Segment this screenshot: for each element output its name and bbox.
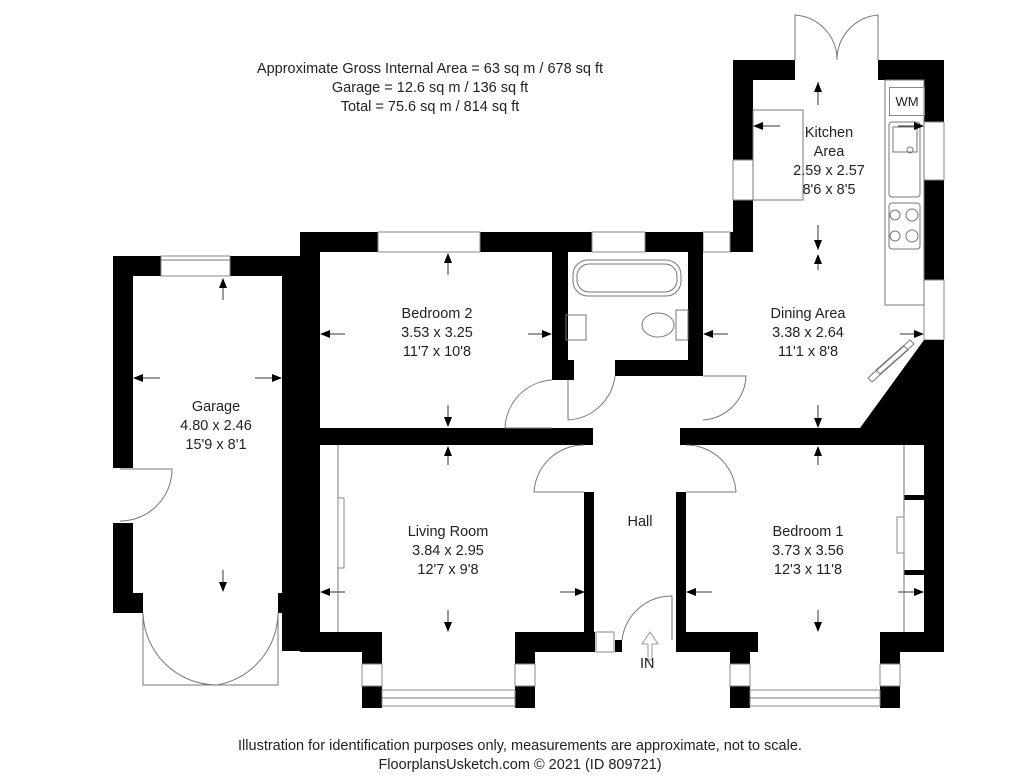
area-summary: Approximate Gross Internal Area = 63 sq … bbox=[200, 60, 660, 117]
garage-area: Garage = 12.6 sq m / 136 sq ft bbox=[331, 80, 529, 96]
entrance-label: IN bbox=[640, 656, 655, 672]
kitchen-fixtures bbox=[752, 79, 925, 306]
room-label-hall: Hall bbox=[627, 514, 653, 530]
room-label-living-room: Living Room 3.84 x 2.95 12'7 x 9'8 bbox=[407, 524, 489, 578]
room-label-bedroom-2: Bedroom 2 3.53 x 3.25 11'7 x 10'8 bbox=[401, 306, 473, 360]
entrance-arrow bbox=[641, 631, 659, 661]
gross-internal-area: Approximate Gross Internal Area = 63 sq … bbox=[256, 61, 604, 77]
footer: Illustration for identification purposes… bbox=[150, 737, 890, 775]
bathroom-fixtures bbox=[565, 259, 689, 341]
room-label-kitchen: Kitchen Area 2.59 x 2.57 8'6 x 8'5 bbox=[793, 125, 865, 198]
garage-walls bbox=[113, 255, 302, 686]
dimension-arrows bbox=[133, 82, 924, 632]
house-walls bbox=[300, 14, 945, 708]
living-fixtures bbox=[337, 445, 345, 632]
room-label-garage: Garage 4.80 x 2.46 15'9 x 8'1 bbox=[180, 399, 252, 453]
room-label-dining: Dining Area 3.38 x 2.64 11'1 x 8'8 bbox=[770, 306, 846, 360]
total-area: Total = 75.6 sq m / 814 sq ft bbox=[340, 99, 520, 115]
dining-radiator bbox=[867, 339, 915, 383]
credit: FloorplansUsketch.com © 2021 (ID 809721) bbox=[378, 757, 662, 773]
washing-machine-icon: WM bbox=[889, 87, 925, 116]
room-label-bedroom-1: Bedroom 1 3.73 x 3.56 12'3 x 11'8 bbox=[772, 524, 844, 578]
interior-doors bbox=[504, 375, 747, 641]
disclaimer: Illustration for identification purposes… bbox=[238, 738, 802, 754]
